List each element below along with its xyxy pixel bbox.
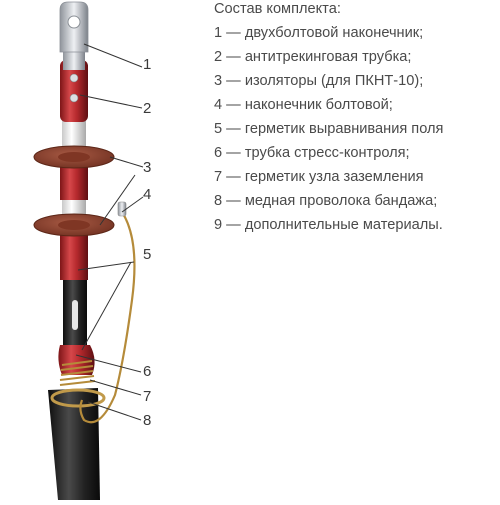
legend-title: Состав комплекта:: [214, 1, 341, 17]
kit-contents-legend: Состав комплекта: 1 — двухболтовой након…: [214, 0, 500, 237]
legend-item: 7 — герметик узла заземления: [214, 169, 424, 185]
legend-item: 8 — медная проволока бандажа;: [214, 193, 438, 209]
callout-8: 8: [143, 412, 152, 429]
stress-control-window: [72, 300, 78, 330]
legend-item: 6 — трубка стресс-контроля;: [214, 145, 410, 161]
insulator-lower-neck: [58, 220, 90, 230]
callout-2: 2: [143, 100, 152, 117]
lug-hole: [67, 15, 81, 29]
lug-bolt-lower: [69, 93, 79, 103]
antitracking-tube-lower: [60, 230, 88, 280]
copper-binding-wire: [59, 360, 96, 386]
callout-4: 4: [143, 186, 152, 203]
callout-1: 1: [143, 56, 152, 73]
legend-item: 5 — герметик выравнивания поля: [214, 121, 444, 137]
lug-barrel: [63, 50, 85, 70]
legend-item: 4 — наконечник болтовой;: [214, 97, 393, 113]
legend-item: 2 — антитрекинговая трубка;: [214, 49, 412, 65]
cable-outer-sheath: [48, 388, 100, 500]
binding-ring: [50, 388, 106, 408]
legend-item: 9 — дополнительные материалы.: [214, 217, 443, 233]
callout-6: 6: [143, 363, 152, 380]
legend-item: 1 — двухболтовой наконечник;: [214, 25, 424, 41]
earth-bolt-lug: [117, 201, 127, 217]
insulator-upper-neck: [58, 152, 90, 162]
antitracking-tube-upper: [60, 60, 88, 122]
callout-7: 7: [143, 388, 152, 405]
callout-3: 3: [143, 159, 152, 176]
lug-bolt-upper: [69, 73, 79, 83]
legend-item: 3 — изоляторы (для ПКНТ-10);: [214, 73, 424, 89]
leader-lines: [75, 43, 144, 421]
legend-list: 1 — двухболтовой наконечник; 2 — антитре…: [214, 21, 500, 237]
callout-5: 5: [143, 246, 152, 263]
